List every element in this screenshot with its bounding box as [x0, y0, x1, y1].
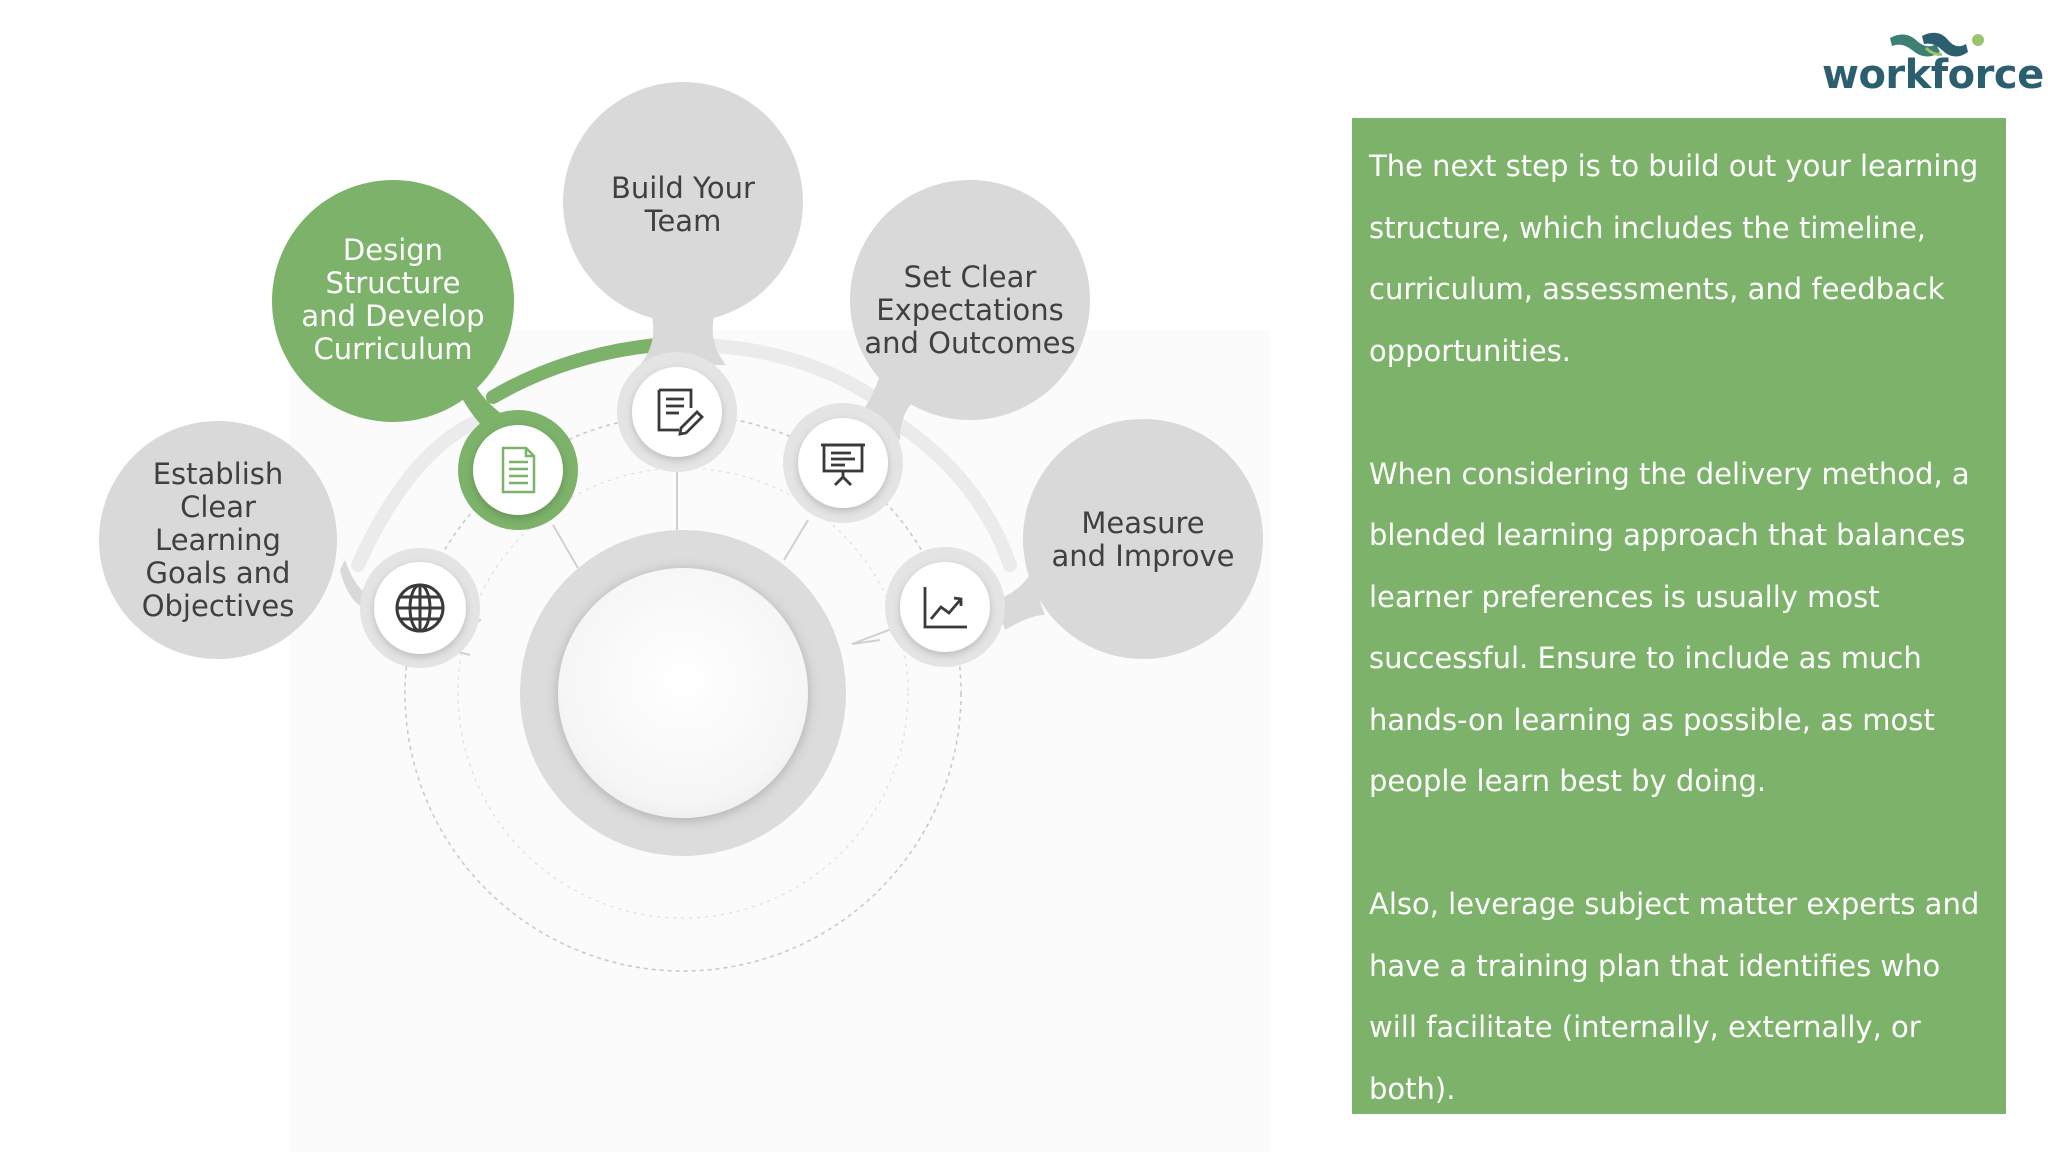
step-label-expectations: Set Clear Expectations and Outcomes: [864, 259, 1076, 360]
document-icon: [501, 446, 536, 494]
step-label-build: Build Your Team: [611, 171, 755, 238]
step-establish[interactable]: [99, 421, 480, 668]
panel-paragraph-1: The next step is to build out your learn…: [1369, 149, 1979, 368]
outer-orbit: [404, 414, 962, 972]
workforce-logo: workforce: [1822, 22, 2044, 100]
step-label-design: Design Structure and Develop Curriculum: [301, 233, 485, 366]
connector-arc-establish: [351, 413, 487, 572]
panel-paragraph-2: When considering the delivery method, a …: [1369, 456, 1970, 799]
step-expectations[interactable]: [783, 180, 1090, 523]
trend-chart-icon: [923, 587, 967, 629]
panel-paragraph-3: Also, leverage subject matter experts an…: [1369, 887, 1980, 1106]
edit-document-icon: [657, 388, 704, 436]
process-diagram: Establish Clear Learning Goals and Objec…: [99, 82, 1263, 972]
workforce-logo-mark: [1890, 32, 1984, 57]
step-label-establish: Establish Clear Learning Goals and Objec…: [141, 456, 295, 623]
step-label-measure: Measure and Improve: [1051, 506, 1235, 573]
logo-text: workforce: [1822, 52, 2044, 98]
connector-arc-measure: [893, 418, 1017, 572]
inner-orbit: [457, 467, 909, 919]
presentation-board-icon: [821, 443, 865, 486]
step-measure[interactable]: [885, 419, 1263, 667]
description-panel: The next step is to build out your learn…: [1352, 118, 2006, 1114]
globe-icon: [395, 583, 445, 633]
central-hub: [520, 530, 846, 856]
connector-arc-expectations: [696, 338, 877, 402]
